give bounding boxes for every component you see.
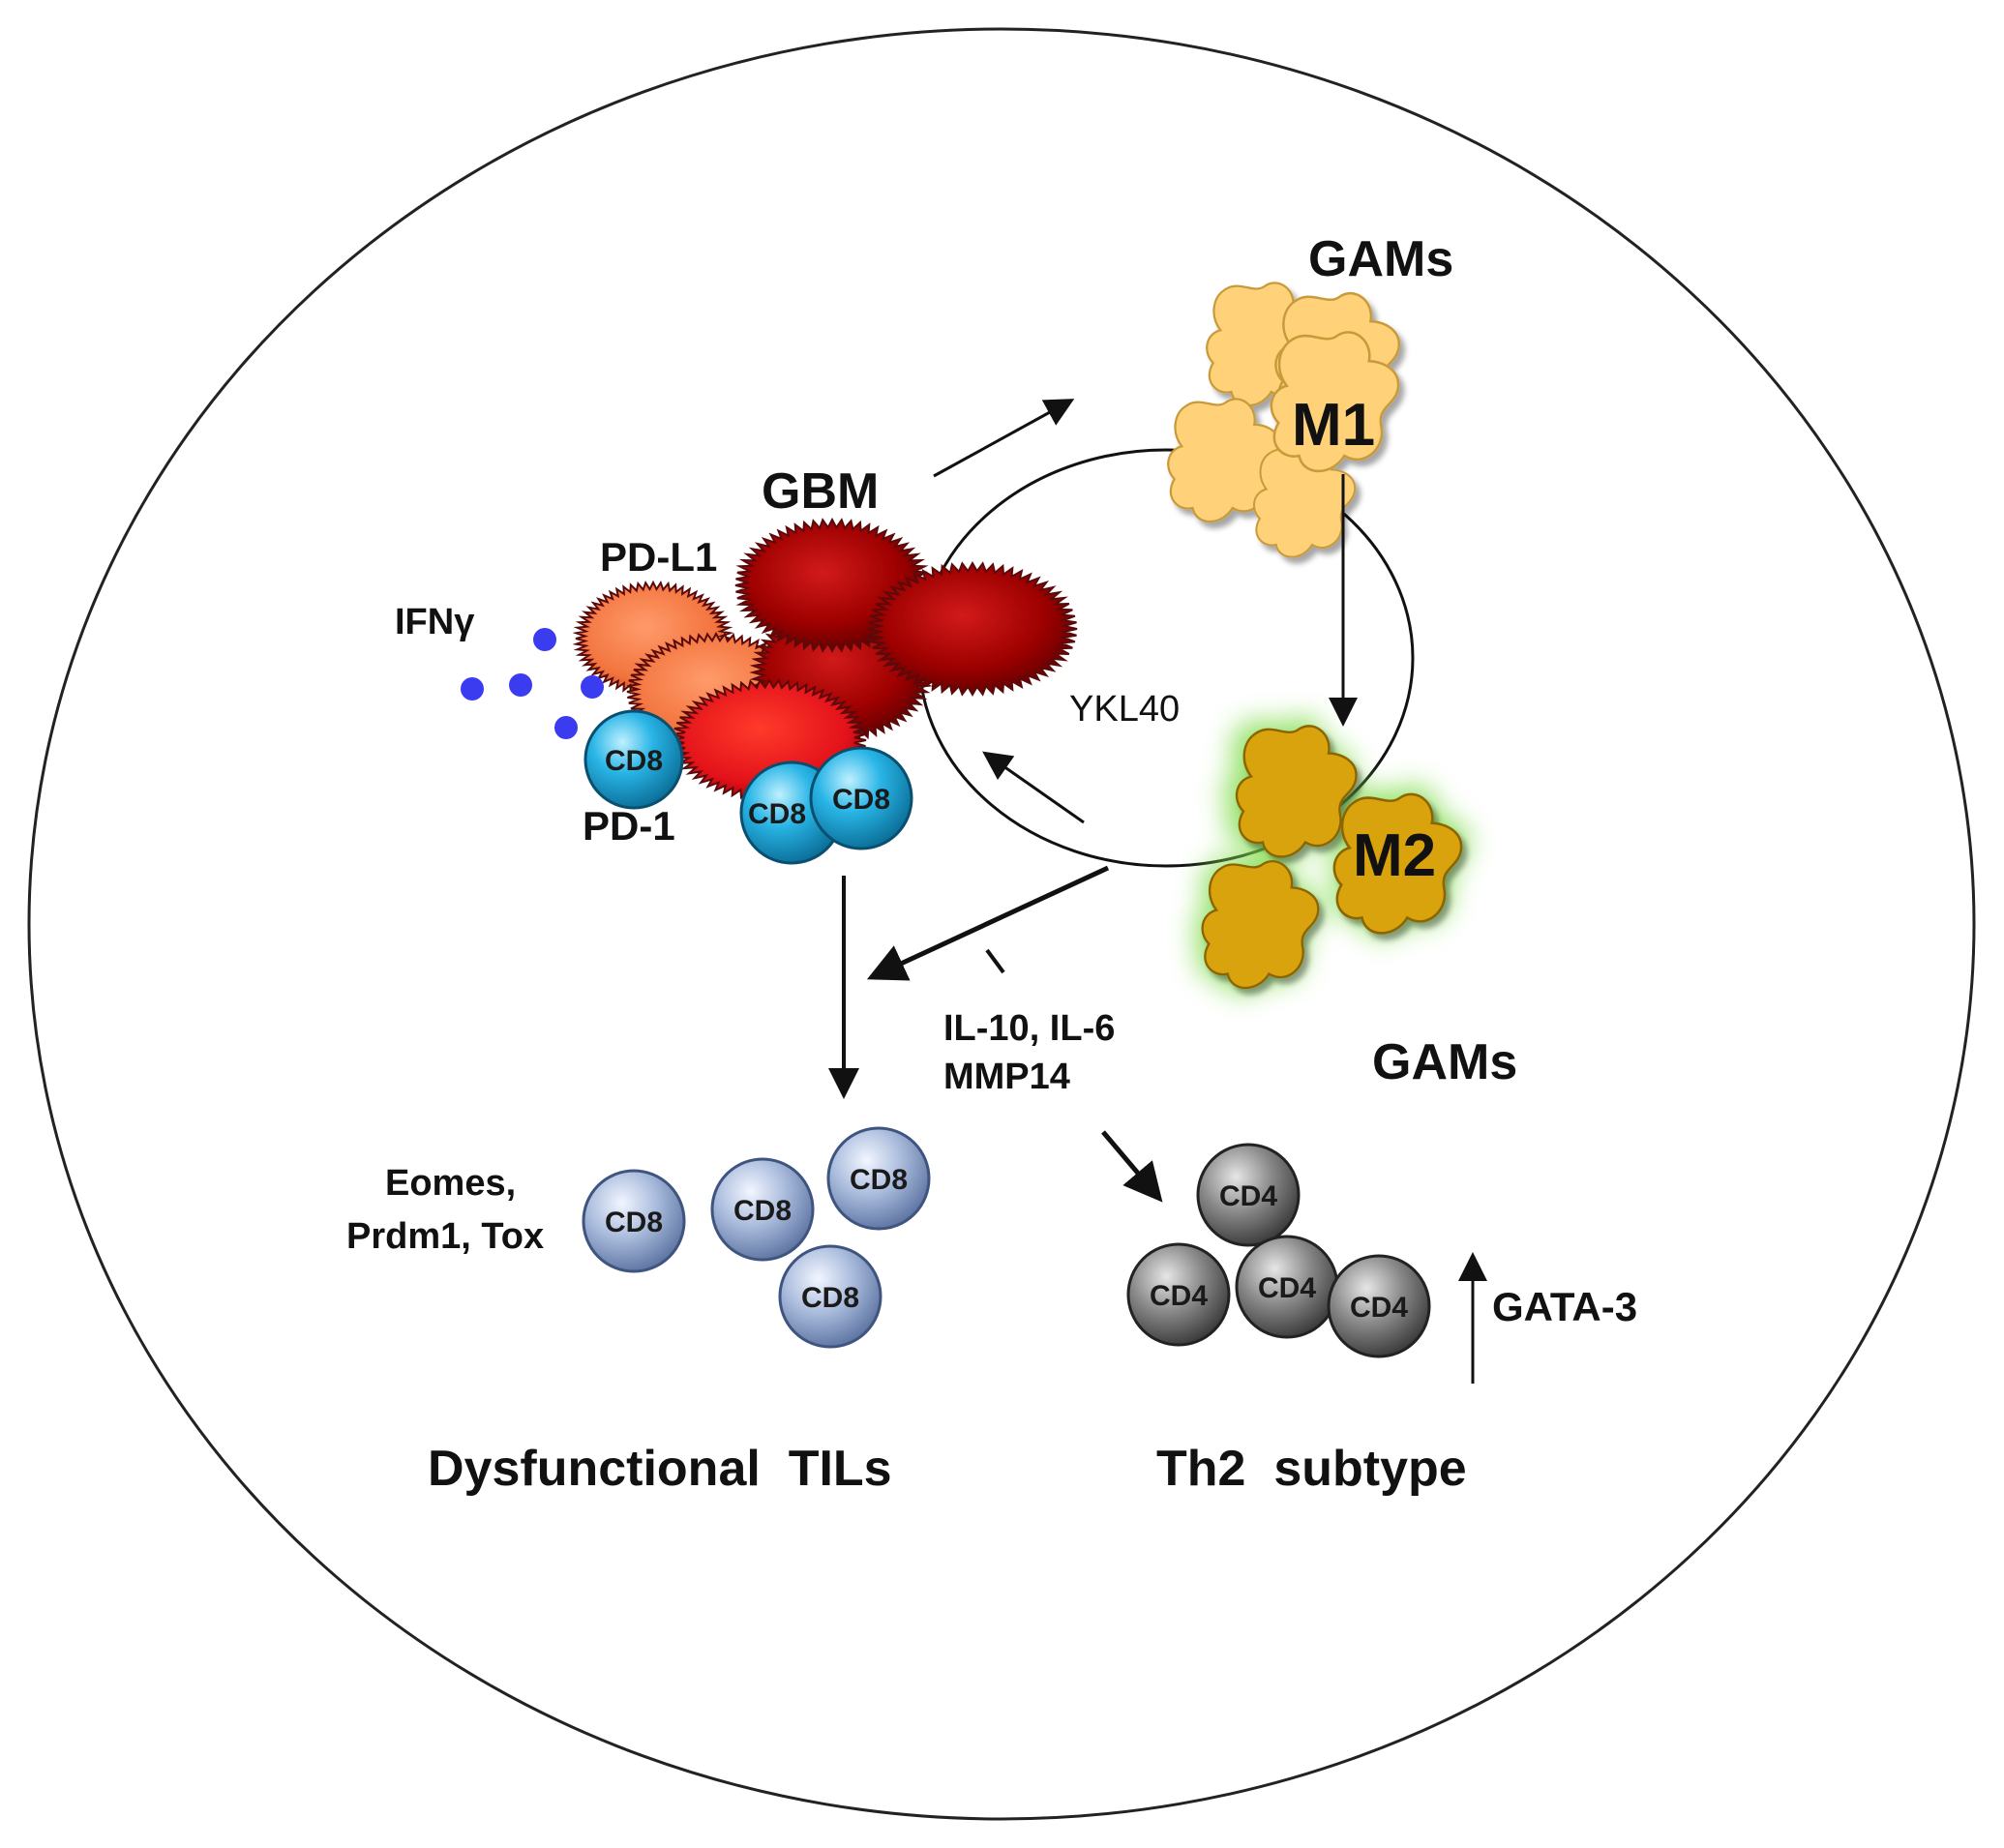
- gams-bottom-label: GAMs: [1372, 1034, 1517, 1090]
- gbm-label: GBM: [762, 463, 879, 520]
- ifng-dot: [461, 677, 484, 700]
- cd4-label: CD4: [1350, 1292, 1408, 1324]
- cd8-active-cell: CD8: [809, 746, 913, 850]
- cd8-label: CD8: [733, 1195, 792, 1227]
- th2-subtype-label: Th2 subtype: [1156, 1441, 1467, 1497]
- gbm-tumor-cell: [867, 560, 1078, 698]
- cd4-label: CD4: [1219, 1180, 1277, 1212]
- pd-l1-label: PD-L1: [600, 534, 717, 580]
- eomes-line1: Eomes,: [385, 1163, 516, 1204]
- cd8-dysfunctional-cell: CD8: [826, 1126, 931, 1231]
- ifng-dot: [509, 673, 532, 697]
- arrow-gbm-to-gams: [933, 399, 1075, 478]
- cd8-dysfunctional-cell: CD8: [710, 1157, 815, 1262]
- m1-label: M1: [1292, 392, 1375, 459]
- arrow-gams-to-gbm: [982, 751, 1085, 824]
- ifng-molecules: [461, 628, 604, 739]
- ykl40-label: YKL40: [1069, 689, 1180, 730]
- cd8-dysfunctional-cell: CD8: [778, 1244, 882, 1349]
- cd8-label: CD8: [832, 784, 890, 816]
- gams-top-label: GAMs: [1308, 231, 1453, 287]
- cd4-label: CD4: [1150, 1280, 1208, 1312]
- ifng-dot: [581, 675, 604, 699]
- dysfunctional-tils-label: Dysfunctional TILs: [428, 1441, 892, 1497]
- cd8-active-cell: CD8: [583, 709, 684, 810]
- pd-1-label: PD-1: [583, 803, 675, 849]
- inhibition-dash: [985, 948, 1005, 974]
- cd4-label: CD4: [1258, 1272, 1316, 1304]
- cd4-cell: CD4: [1126, 1242, 1231, 1347]
- eomes-line2: Prdm1, Tox: [346, 1216, 544, 1257]
- cd4-cell: CD4: [1327, 1254, 1431, 1358]
- cd8-label: CD8: [605, 745, 663, 777]
- cd8-label: CD8: [850, 1164, 908, 1196]
- cd8-dysfunctional-cell: CD8: [582, 1169, 686, 1273]
- cd8-label: CD8: [605, 1207, 663, 1238]
- ifng-dot: [533, 628, 556, 651]
- cd8-label: CD8: [748, 798, 806, 830]
- ifng-label: IFNγ: [395, 602, 474, 642]
- cytokines-line2: MMP14: [943, 1057, 1070, 1097]
- ifng-dot: [554, 716, 578, 739]
- m2-label: M2: [1353, 822, 1436, 889]
- cd8-label: CD8: [801, 1282, 859, 1314]
- arrow-gams-to-tils: [866, 865, 1110, 981]
- cd4-cell: CD4: [1196, 1143, 1301, 1247]
- gata3-label: GATA-3: [1492, 1284, 1637, 1329]
- arrow-cytokines-to-cd4: [1101, 1130, 1163, 1203]
- gbm-tumor-cluster: [572, 517, 1078, 803]
- microenvironment-boundary: [27, 27, 1976, 1821]
- cd4-cell: CD4: [1235, 1235, 1339, 1339]
- cytokines-line1: IL-10, IL-6: [943, 1008, 1115, 1049]
